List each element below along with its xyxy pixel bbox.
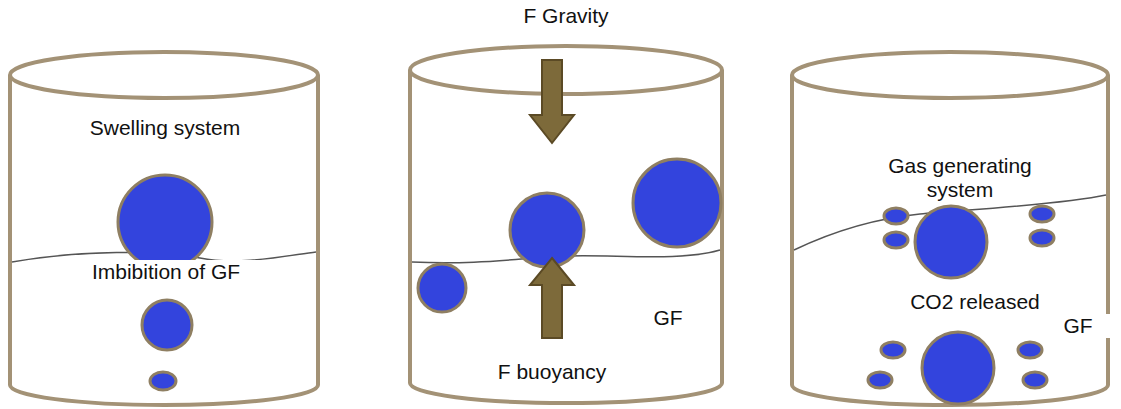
beaker: F Gravity F buoyancy GF <box>404 0 726 409</box>
tablet <box>142 300 192 350</box>
gas-bubble <box>1030 206 1054 222</box>
gas-bubble <box>1030 230 1054 246</box>
beaker-caption: CO2 released <box>872 290 1078 314</box>
gas-bubble <box>1023 372 1047 388</box>
beaker-rim <box>10 52 318 98</box>
beaker: Swelling systemImbibition of GF <box>8 40 322 409</box>
medium-label: GF <box>1045 314 1111 338</box>
tablet <box>418 264 466 312</box>
force-arrow <box>530 258 574 338</box>
beaker-body <box>10 75 318 405</box>
beaker-caption: Imbibition of GF <box>48 260 284 284</box>
beaker-rim <box>410 46 722 94</box>
medium-label: GF <box>635 306 701 330</box>
beaker: Gas generating systemCO2 releasedGF <box>788 40 1112 409</box>
gas-bubble <box>881 342 905 358</box>
beaker-caption: Swelling system <box>47 116 283 140</box>
gas-bubble <box>884 208 908 224</box>
force-label: F Gravity <box>463 4 669 28</box>
gas-bubble <box>868 372 892 388</box>
beaker-rim <box>792 52 1108 98</box>
gas-bubble <box>1018 342 1042 358</box>
tablet <box>118 175 212 269</box>
tablet <box>922 332 994 404</box>
beaker-caption: Gas generating system <box>869 154 1051 202</box>
beaker-body <box>792 75 1108 405</box>
tablet <box>915 206 987 278</box>
gas-bubble <box>884 232 908 248</box>
force-label: F buoyancy <box>449 360 655 384</box>
tablet <box>150 372 176 390</box>
tablet <box>510 193 584 267</box>
tablet <box>633 159 721 247</box>
force-arrow <box>530 60 574 143</box>
